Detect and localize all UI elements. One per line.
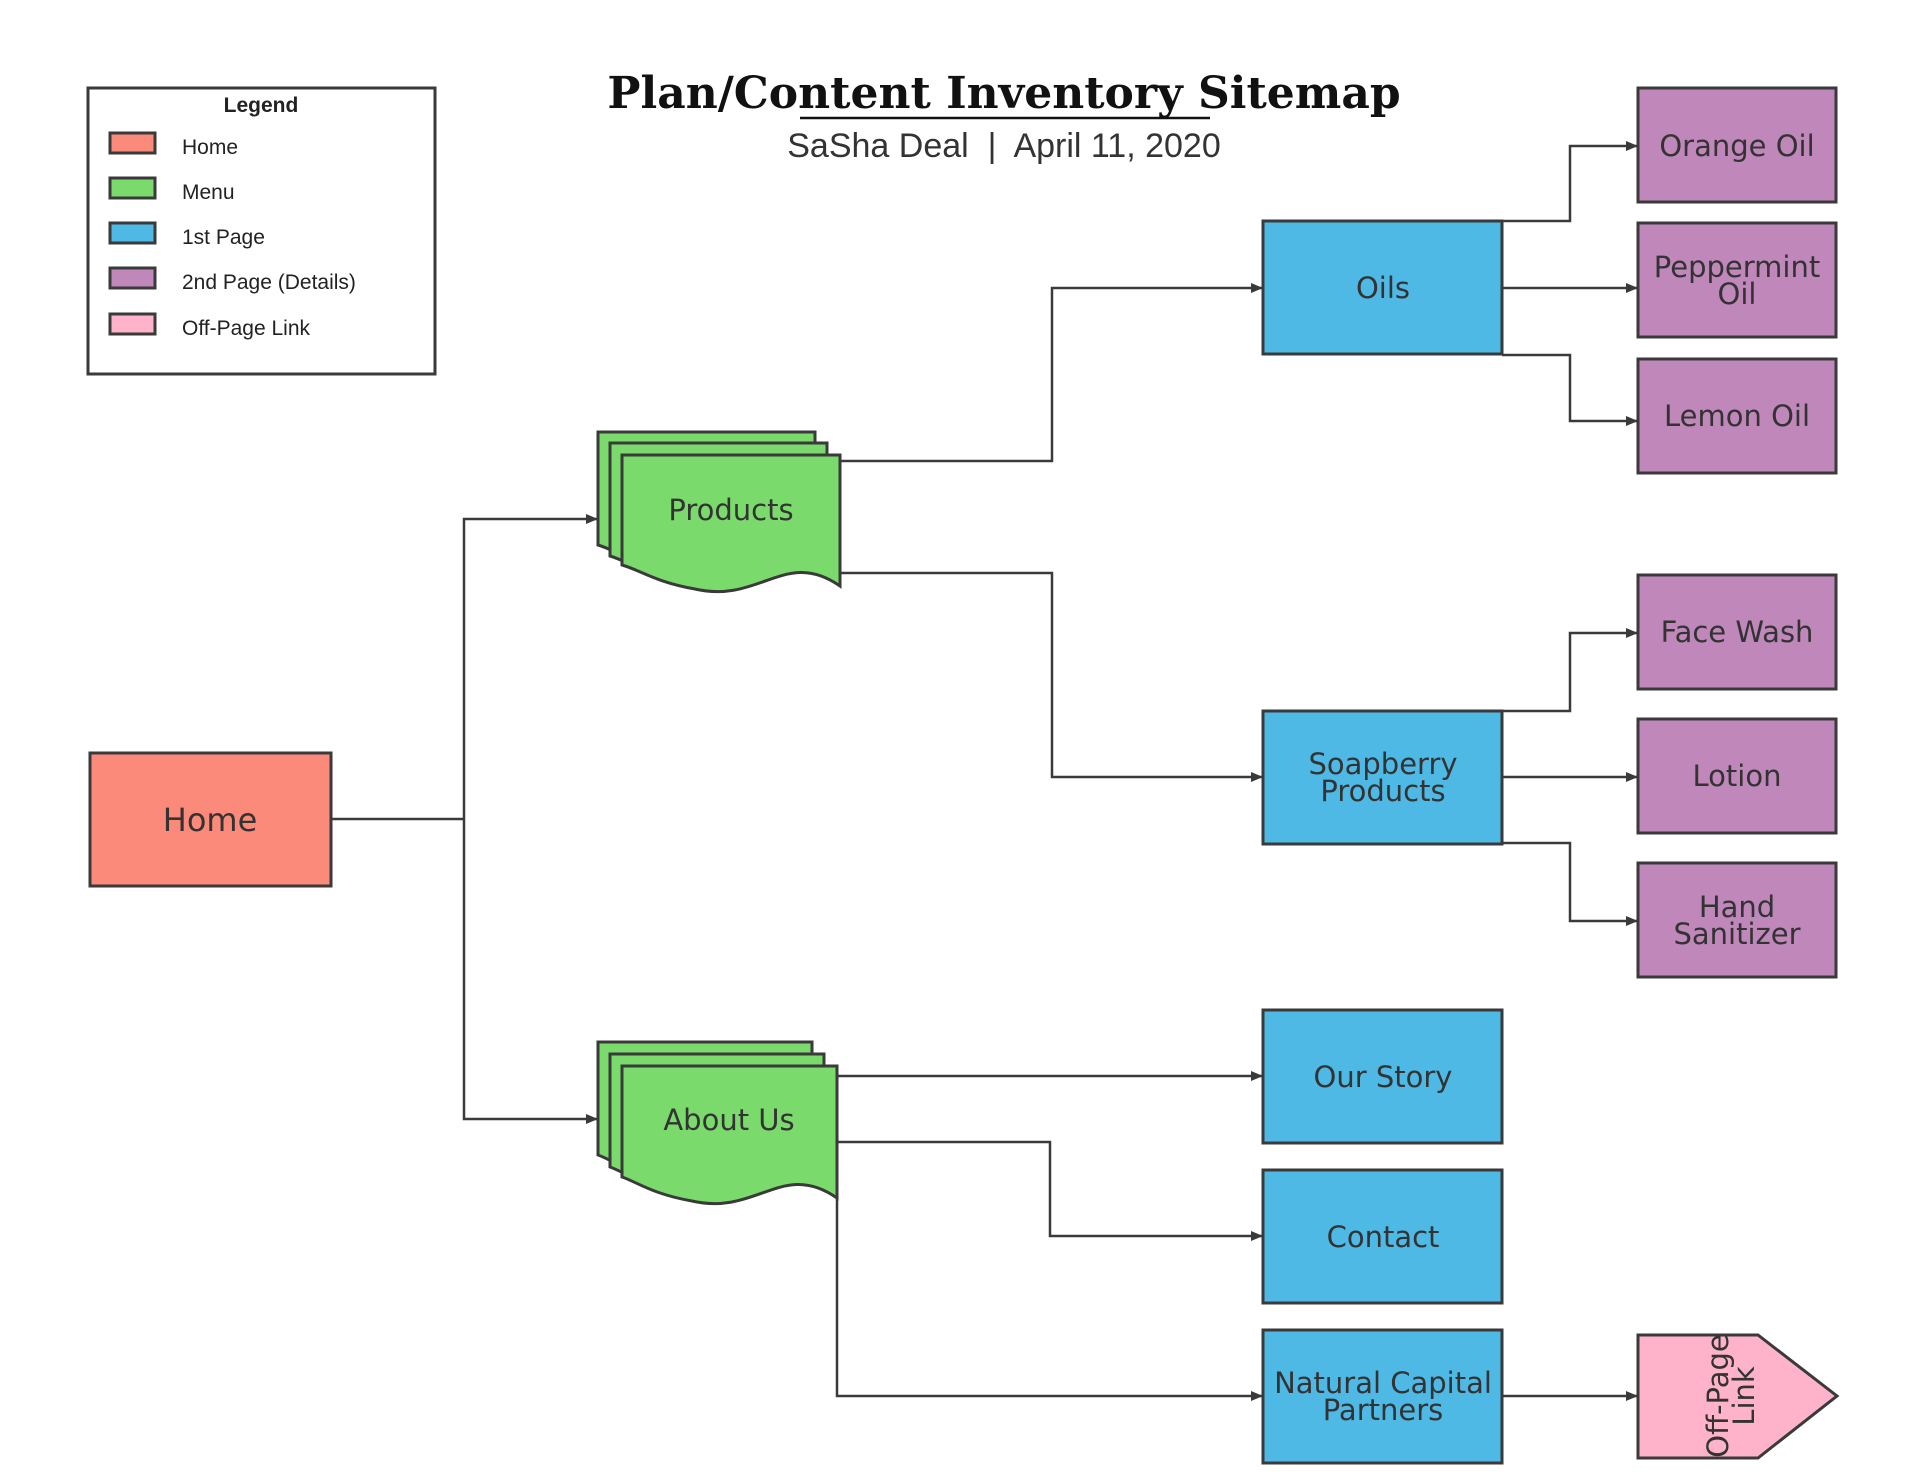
node-face-wash[interactable]: Face Wash — [1636, 573, 1838, 691]
node-soapberry-products-line1: Soapberry — [1308, 747, 1457, 781]
node-lotion-label: Lotion — [1693, 759, 1782, 793]
node-soapberry-products[interactable]: Soapberry Products — [1261, 709, 1504, 846]
node-soapberry-products-box — [1261, 709, 1504, 846]
node-soapberry-products-line2: Products — [1320, 774, 1445, 808]
legend: Legend Home Menu 1st Page 2nd Page (Deta… — [86, 86, 437, 376]
node-peppermint-oil-line2: Oil — [1718, 277, 1757, 311]
node-hand-sanitizer-line1: Hand — [1699, 890, 1775, 924]
node-home-label: Home — [163, 801, 258, 839]
node-peppermint-oil-line1: Peppermint — [1654, 250, 1820, 284]
node-contact-box — [1261, 1168, 1504, 1305]
legend-swatch-off-page — [108, 312, 157, 336]
node-about-us[interactable]: About Us — [596, 1040, 839, 1206]
node-off-page-link-shape — [1636, 1333, 1840, 1460]
connector-about-natural-capital — [835, 1196, 1263, 1401]
node-lemon-oil[interactable]: Lemon Oil — [1636, 357, 1838, 475]
page-subtitle: SaSha Deal | April 11, 2020 — [787, 127, 1220, 165]
node-oils-label: Oils — [1356, 271, 1410, 305]
node-oils-box — [1261, 219, 1504, 356]
legend-label-second-page: 2nd Page (Details) — [182, 271, 356, 294]
legend-label-home: Home — [182, 136, 238, 159]
connector-products-oils — [840, 283, 1263, 463]
node-face-wash-label: Face Wash — [1661, 615, 1814, 649]
node-products[interactable]: Products — [596, 430, 842, 594]
node-our-story[interactable]: Our Story — [1261, 1008, 1504, 1145]
diagram-header: Plan/Content Inventory Sitemap SaSha Dea… — [607, 68, 1400, 165]
legend-swatch-second-page — [108, 266, 157, 290]
node-lotion-box — [1636, 717, 1838, 835]
connectors — [332, 141, 1638, 1401]
node-peppermint-oil-box — [1636, 221, 1838, 339]
node-peppermint-oil[interactable]: Peppermint Oil — [1636, 221, 1838, 339]
node-off-page-link[interactable]: Off-Page Link — [1636, 1333, 1840, 1460]
node-contact-label: Contact — [1327, 1220, 1440, 1254]
node-about-us-label: About Us — [663, 1103, 794, 1137]
legend-swatch-home — [108, 131, 157, 155]
legend-label-menu: Menu — [182, 181, 235, 204]
node-lemon-oil-box — [1636, 357, 1838, 475]
node-face-wash-box — [1636, 573, 1838, 691]
node-our-story-label: Our Story — [1314, 1060, 1453, 1094]
connector-soapberry-hand-sanitizer — [1502, 841, 1638, 926]
node-our-story-box — [1261, 1008, 1504, 1145]
legend-swatch-first-page — [108, 221, 157, 245]
connector-home-products — [462, 514, 598, 819]
page-title: Plan/Content Inventory Sitemap — [607, 68, 1400, 119]
node-natural-capital-partners-line2: Partners — [1323, 1393, 1444, 1427]
node-natural-capital-partners-box — [1261, 1328, 1504, 1465]
node-products-sheet-front — [620, 453, 842, 594]
node-home-box — [88, 751, 333, 888]
connector-home-about-us — [462, 819, 598, 1124]
node-lotion[interactable]: Lotion — [1636, 717, 1838, 835]
connector-oils-orange-oil — [1502, 141, 1638, 223]
connector-products-soapberry — [840, 571, 1263, 782]
node-lemon-oil-label: Lemon Oil — [1664, 399, 1810, 433]
legend-label-off-page: Off-Page Link — [182, 317, 311, 340]
node-orange-oil[interactable]: Orange Oil — [1636, 86, 1838, 204]
node-natural-capital-partners-line1: Natural Capital — [1274, 1366, 1492, 1400]
node-orange-oil-box — [1636, 86, 1838, 204]
node-hand-sanitizer-box — [1636, 861, 1838, 979]
connector-soapberry-face-wash — [1502, 628, 1638, 713]
legend-title: Legend — [224, 94, 299, 117]
legend-label-first-page: 1st Page — [182, 226, 265, 249]
node-hand-sanitizer-line2: Sanitizer — [1673, 917, 1800, 951]
node-off-page-link-line1: Off-Page — [1701, 1334, 1735, 1457]
node-orange-oil-label: Orange Oil — [1659, 129, 1814, 163]
node-products-label: Products — [668, 493, 793, 527]
node-home[interactable]: Home — [88, 751, 333, 888]
connector-oils-lemon-oil — [1502, 353, 1638, 426]
node-natural-capital-partners[interactable]: Natural Capital Partners — [1261, 1328, 1504, 1465]
legend-swatch-menu — [108, 176, 157, 200]
node-about-us-sheet-front — [620, 1064, 839, 1206]
node-hand-sanitizer[interactable]: Hand Sanitizer — [1636, 861, 1838, 979]
node-off-page-link-line2: Link — [1727, 1366, 1761, 1426]
node-oils[interactable]: Oils — [1261, 219, 1504, 356]
connector-about-contact — [837, 1140, 1263, 1241]
node-contact[interactable]: Contact — [1261, 1168, 1504, 1305]
